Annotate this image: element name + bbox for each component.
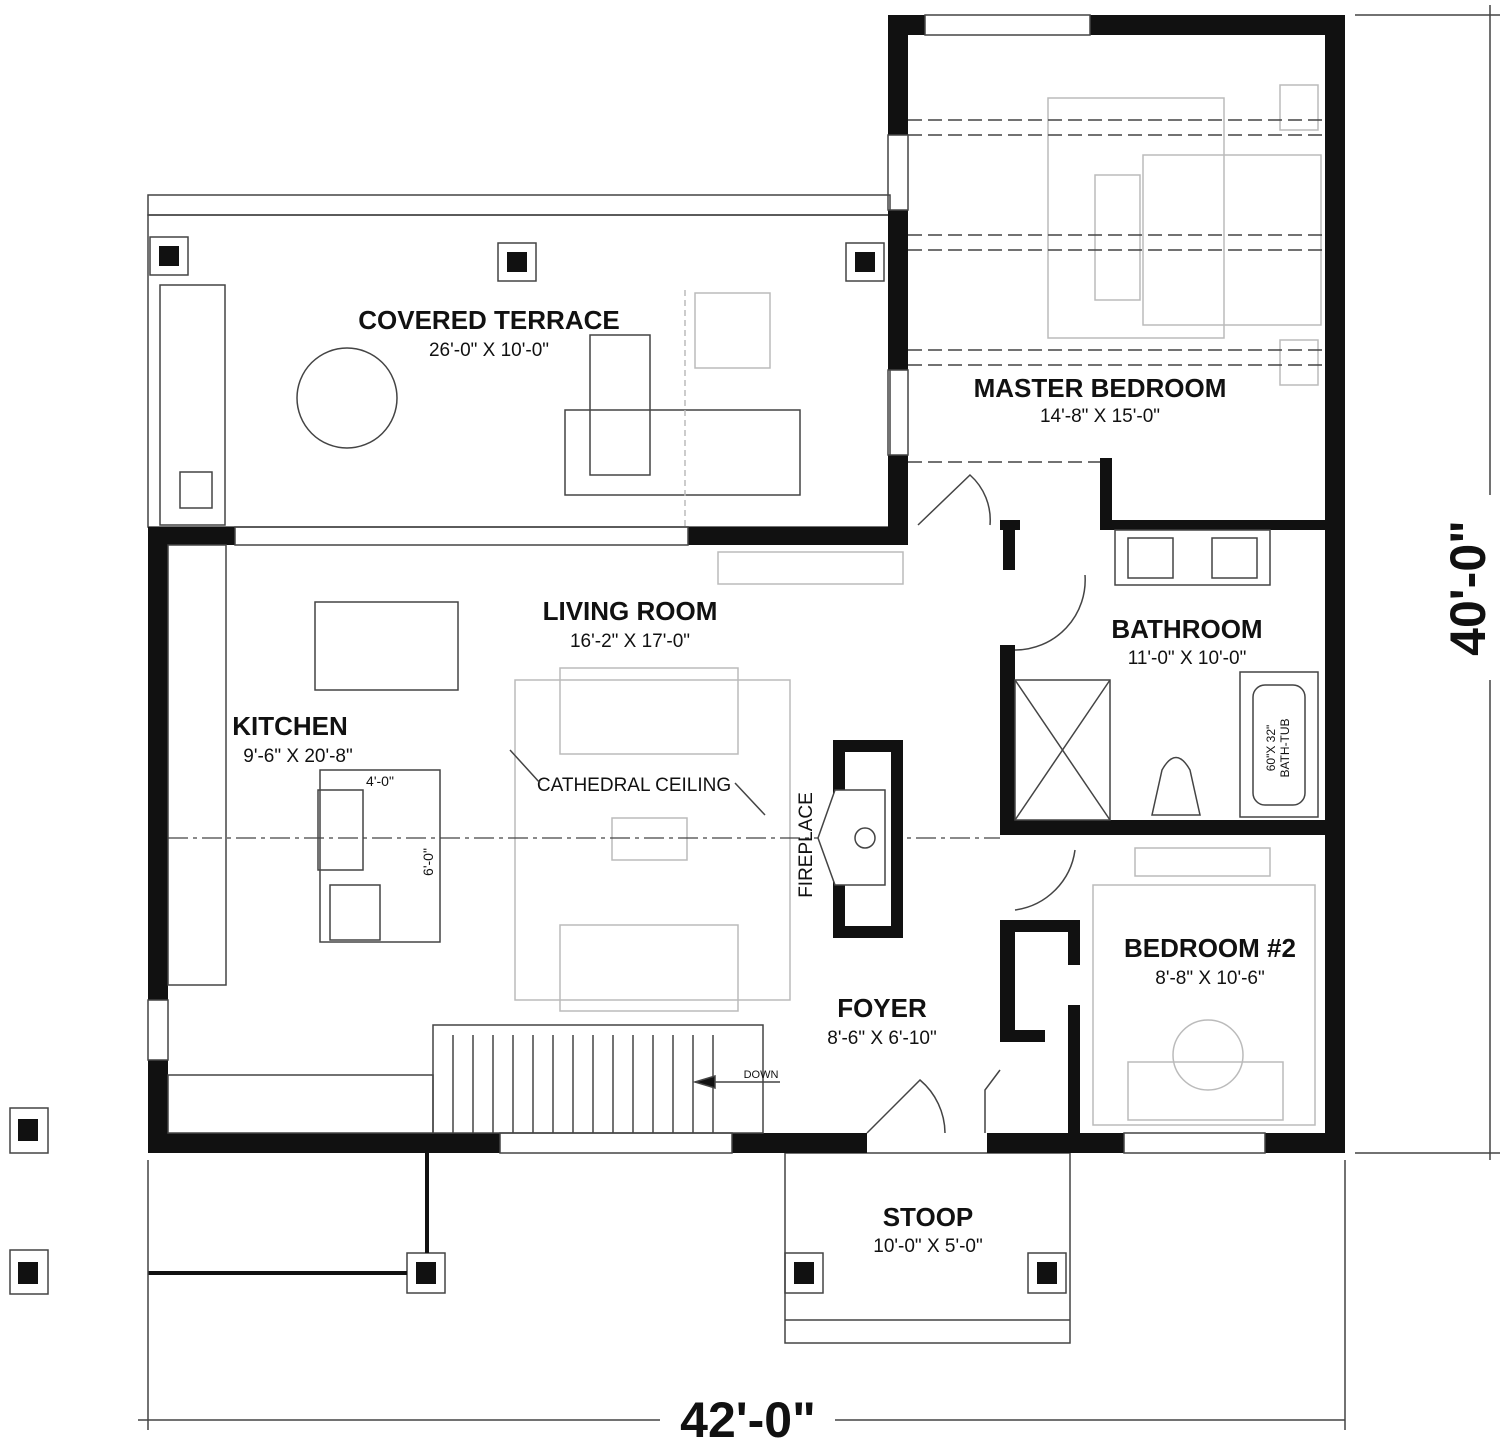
fireplace bbox=[817, 740, 903, 938]
living-furniture bbox=[514, 551, 904, 1012]
stairs[interactable] bbox=[432, 1024, 780, 1134]
room-size-bedroom2: 8'-8" X 10'-6" bbox=[1155, 968, 1264, 989]
room-size-foyer: 8'-6" X 6'-10" bbox=[827, 1028, 936, 1049]
island-length-label: 6'-0" bbox=[420, 848, 436, 876]
room-size-bathroom: 11'-0" X 10'-0" bbox=[1128, 648, 1247, 669]
windows bbox=[147, 14, 1266, 1154]
room-size-stoop: 10'-0" X 5'-0" bbox=[873, 1236, 982, 1257]
room-label-bathroom: BATHROOM bbox=[1111, 614, 1262, 644]
fireplace-label: FIREPLACE bbox=[796, 792, 817, 898]
island-width-label: 4'-0" bbox=[366, 773, 394, 789]
dimension-lines bbox=[138, 5, 1500, 1430]
bathroom-fixtures bbox=[1014, 529, 1319, 821]
cathedral-ceiling-label: CATHEDRAL CEILING bbox=[537, 775, 731, 796]
posts bbox=[9, 236, 1067, 1295]
room-label-bedroom2: BEDROOM #2 bbox=[1124, 933, 1296, 963]
stoop-outline bbox=[784, 1152, 1071, 1344]
room-size-kitchen: 9'-6" X 20'-8" bbox=[243, 746, 352, 767]
terrace-roof-edge bbox=[147, 194, 891, 216]
room-label-kitchen: KITCHEN bbox=[232, 711, 348, 741]
room-size-living-room: 16'-2" X 17'-0" bbox=[570, 631, 690, 652]
doors[interactable] bbox=[866, 473, 1086, 1134]
bed bbox=[1047, 84, 1322, 386]
kitchen-fixtures bbox=[167, 544, 459, 1134]
room-label-stoop: STOOP bbox=[883, 1202, 974, 1232]
bathtub-label: BATH-TUB bbox=[1278, 718, 1292, 777]
stairs-down-label: DOWN bbox=[744, 1069, 779, 1081]
room-label-living-room: LIVING ROOM bbox=[543, 596, 718, 626]
walls bbox=[148, 15, 1345, 1153]
bedroom2-furniture bbox=[1092, 847, 1316, 1126]
bathtub-size-label: 60"X 32" bbox=[1264, 725, 1278, 772]
terrace-furniture bbox=[159, 284, 801, 526]
room-label-master-bedroom: MASTER BEDROOM bbox=[974, 373, 1227, 403]
room-size-covered-terrace: 26'-0" X 10'-0" bbox=[429, 340, 549, 361]
overall-width-label: 42'-0" bbox=[680, 1392, 816, 1448]
room-size-master-bedroom: 14'-8" X 15'-0" bbox=[1040, 406, 1160, 427]
room-label-foyer: FOYER bbox=[837, 993, 927, 1023]
room-label-covered-terrace: COVERED TERRACE bbox=[358, 305, 619, 335]
overall-depth-label: 40'-0" bbox=[1440, 520, 1496, 656]
